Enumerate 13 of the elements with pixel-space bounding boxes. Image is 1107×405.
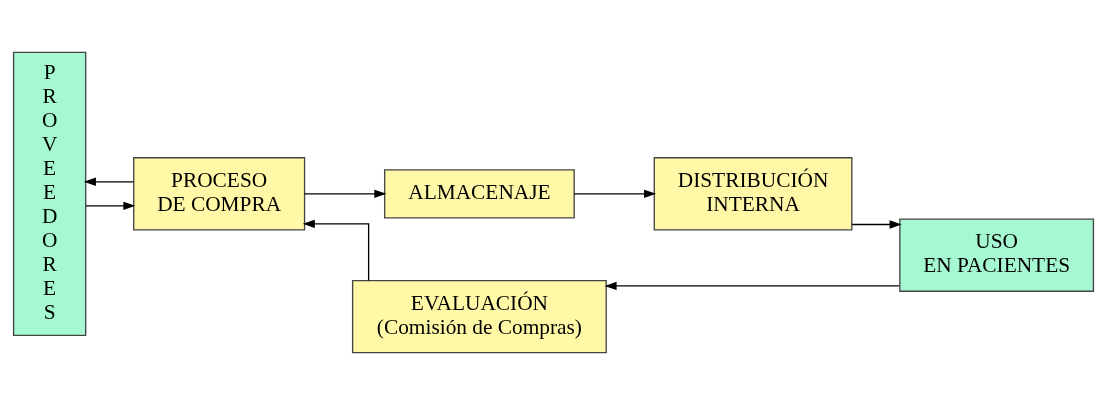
node-box: PROVEEDORES xyxy=(12,51,87,336)
node-box: USO EN PACIENTES xyxy=(899,218,1095,292)
arrow xyxy=(851,220,902,229)
arrow xyxy=(85,201,136,211)
arrow xyxy=(304,189,387,199)
arrow xyxy=(573,189,657,199)
node-box: DISTRIBUCIÓN INTERNA xyxy=(653,157,853,231)
arrow xyxy=(302,219,370,282)
node-box: EVALUACIÓN (Comisión de Compras) xyxy=(351,279,607,354)
node-box: ALMACENAJE xyxy=(384,169,575,219)
arrow xyxy=(83,177,135,186)
arrow xyxy=(604,281,900,291)
node-box: PROCESO DE COMPRA xyxy=(133,157,306,231)
